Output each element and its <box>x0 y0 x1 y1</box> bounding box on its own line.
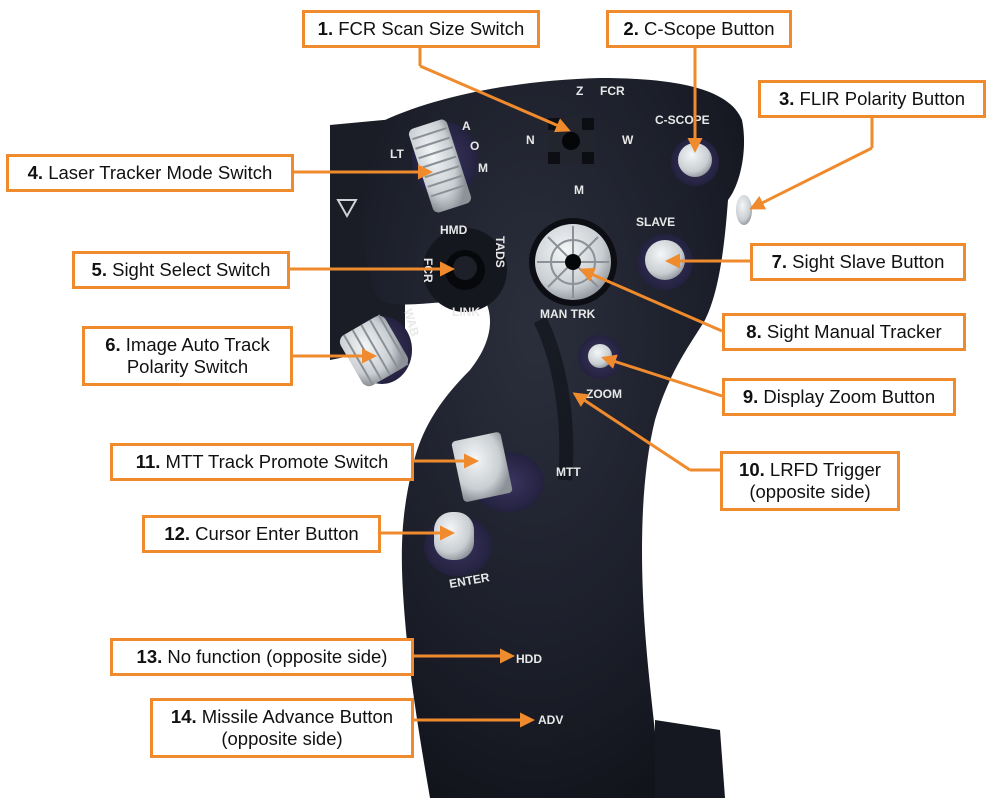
arrow-9 <box>601 354 723 398</box>
sight-manual-tracker[interactable] <box>529 218 617 306</box>
callout-13-text: No function (opposite side) <box>167 646 388 667</box>
grip-body <box>330 78 745 798</box>
label-fcr: FCR <box>600 84 625 98</box>
label-slave: SLAVE <box>636 215 675 229</box>
callout-6-text: Image Auto Track <box>125 334 270 355</box>
callout-14-text-line2: (opposite side) <box>221 728 343 749</box>
callout-13-number: 13. <box>136 646 163 667</box>
label-man-trk: MAN TRK <box>540 307 596 321</box>
callout-14-text: Missile Advance Button <box>201 706 394 727</box>
callout-10-text: LRFD Trigger <box>769 459 881 480</box>
label-m2: M <box>478 161 488 175</box>
callout-2-number: 2. <box>623 18 639 39</box>
arrow-3b <box>749 146 873 210</box>
label-z: Z <box>576 84 583 98</box>
grip-lower-tab <box>655 720 725 798</box>
callout-11-number: 11. <box>135 451 161 472</box>
callout-8-number: 8. <box>746 321 762 342</box>
label-w: W <box>622 133 634 147</box>
triangle-marker-icon <box>336 199 358 219</box>
leader-arrows <box>290 46 874 728</box>
callout-12-cursor-enter-button: 12. Cursor Enter Button <box>142 515 381 553</box>
callout-6-image-auto-track-polarity-switch: 6. Image Auto Track Polarity Switch <box>82 326 293 386</box>
callout-9-text: Display Zoom Button <box>763 386 936 407</box>
label-a: A <box>462 119 471 133</box>
sight-select-switch[interactable] <box>423 228 507 312</box>
label-o: O <box>470 139 479 153</box>
label-adv: ADV <box>538 713 563 727</box>
callout-12-number: 12. <box>164 523 191 544</box>
callout-4-text: Laser Tracker Mode Switch <box>48 162 273 183</box>
label-zoom: ZOOM <box>586 387 622 401</box>
mtt-track-promote-switch[interactable] <box>451 431 544 512</box>
callout-4-number: 4. <box>27 162 44 183</box>
label-link: LINK <box>452 305 480 319</box>
grip-head <box>363 78 745 798</box>
callout-1-text: FCR Scan Size Switch <box>338 18 525 39</box>
label-hdd: HDD <box>516 652 542 666</box>
callout-11-mtt-track-promote-switch: 11. MTT Track Promote Switch <box>110 443 414 481</box>
callout-10-number: 10. <box>739 459 765 480</box>
callout-5-text: Sight Select Switch <box>112 259 271 280</box>
callout-10-lrfd-trigger: 10. LRFD Trigger (opposite side) <box>720 451 900 511</box>
callout-1-fcr-scan-size-switch: 1. FCR Scan Size Switch <box>302 10 540 48</box>
callout-4-laser-tracker-mode-switch: 4. Laser Tracker Mode Switch <box>6 154 294 192</box>
callout-7-number: 7. <box>771 251 788 272</box>
label-n: N <box>526 133 535 147</box>
callout-8-sight-manual-tracker: 8. Sight Manual Tracker <box>722 313 966 351</box>
callout-9-number: 9. <box>742 386 759 407</box>
arrow-1b <box>419 64 571 133</box>
callout-1-number: 1. <box>317 18 334 39</box>
callout-9-display-zoom-button: 9. Display Zoom Button <box>722 378 956 416</box>
callout-7-text: Sight Slave Button <box>792 251 945 272</box>
callout-3-flir-polarity-button: 3. FLIR Polarity Button <box>758 80 986 118</box>
callout-5-sight-select-switch: 5. Sight Select Switch <box>72 251 290 289</box>
callout-11-text: MTT Track Promote Switch <box>165 451 389 472</box>
grip-ridge <box>533 316 574 481</box>
arrow-8 <box>579 267 723 333</box>
c-scope-button[interactable] <box>671 138 719 186</box>
callout-14-missile-advance-button: 14. Missile Advance Button (opposite sid… <box>150 698 414 758</box>
panel-labels: Z FCR N W M C-SCOPE LT A O M HMD TADS FC… <box>390 84 710 727</box>
callout-7-sight-slave-button: 7. Sight Slave Button <box>750 243 966 281</box>
callout-14-number: 14. <box>170 706 197 727</box>
label-m: M <box>574 183 584 197</box>
callout-3-number: 3. <box>778 88 795 109</box>
flir-polarity-button[interactable] <box>736 195 752 225</box>
label-tads: TADS <box>493 236 507 268</box>
callout-6-number: 6. <box>105 334 121 355</box>
callout-6-text-line2: Polarity Switch <box>126 356 249 377</box>
label-hmd: HMD <box>440 223 468 237</box>
callout-10-text-line2: (opposite side) <box>749 481 871 502</box>
callout-2-text: C-Scope Button <box>643 18 775 39</box>
label-c-scope: C-SCOPE <box>655 113 710 127</box>
callout-3-text: FLIR Polarity Button <box>799 88 966 109</box>
callout-8-text: Sight Manual Tracker <box>766 321 942 342</box>
display-zoom-button[interactable] <box>578 335 622 379</box>
callout-12-text: Cursor Enter Button <box>195 523 359 544</box>
callout-13-no-function: 13. No function (opposite side) <box>110 638 414 676</box>
callout-2-c-scope-button: 2. C-Scope Button <box>606 10 792 48</box>
label-lt: LT <box>390 147 404 161</box>
arrow-10b <box>572 392 691 472</box>
label-mtt: MTT <box>556 465 581 479</box>
callout-5-number: 5. <box>91 259 107 280</box>
